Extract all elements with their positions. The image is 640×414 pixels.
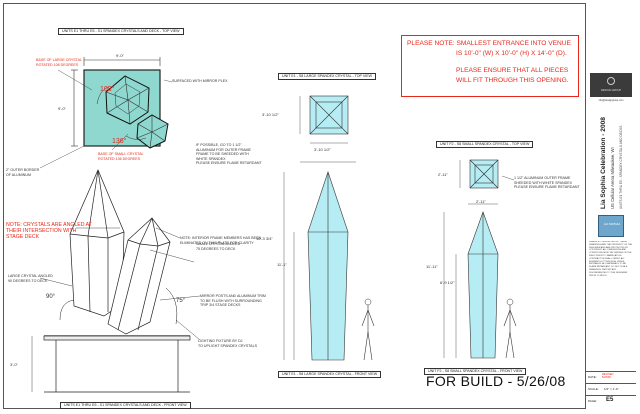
date-row: DATE: REVISED 5/26/08	[586, 371, 636, 384]
page-label: PAGE:	[588, 399, 597, 403]
note-frame: IF POSSIBLE, GO TO 1 1/2" ALUMINUM FOR O…	[196, 143, 262, 166]
dim-large-height-2: 11'-1"	[277, 262, 287, 267]
entrance-notice: PLEASE NOTE: SMALLEST ENTRANCE INTO VENU…	[401, 35, 579, 97]
logo-text: DESIGN GROUP	[600, 89, 622, 92]
dim-top-width: 9'-0"	[116, 53, 124, 58]
sheet-title: UNITS E1 THRU E5 - SPANDEX CRYSTALS AND …	[619, 125, 623, 209]
event-logo-text: LIA SOPHIA	[603, 222, 621, 226]
dim-large-width: 3'-10 1/2"	[314, 147, 331, 152]
for-build-stamp: FOR BUILD - 5/26/08	[426, 373, 566, 389]
large-crystal-front-view	[283, 161, 375, 361]
company-logo: DESIGN GROUP	[590, 73, 632, 97]
company-contact: info@designgroup.com	[598, 99, 624, 102]
large-front-tag: UNIT E1 - S8 LARGE SPANDEX CRYSTAL - FRO…	[278, 371, 382, 378]
notice-line-2: IS 10'-0" (W) X 10'-0" (H) X 14'-0" (D).	[456, 50, 567, 57]
note-lighting: LIGHTING FIXTURE BY DJ TO UPLIGHT SPANDE…	[198, 339, 257, 348]
date-label: DATE:	[588, 375, 597, 379]
small-crystal-top-view	[459, 159, 515, 189]
scale-row: SCALE: 1/2" = 1'-0"	[586, 383, 636, 396]
dim-angle-136: 136°	[112, 138, 127, 145]
page-value: E5	[606, 397, 614, 403]
date-value: REVISED 5/26/08	[602, 373, 614, 379]
dim-deck: 3'-0"	[10, 362, 18, 367]
note-large-angle: LARGE CRYSTAL ANGLED 90 DEGREES TO DECK	[8, 274, 53, 283]
venue-name: US Cellular Arena Milwaukee, WI	[610, 147, 615, 209]
note-angled: NOTE: CRYSTALS ARE ANGLED AT THEIR INTER…	[6, 222, 92, 240]
event-title: Lia Sophia Celebration - 2008	[600, 117, 607, 209]
small-crystal-front-view	[443, 203, 517, 359]
dim-angle-90: 90°	[46, 294, 56, 300]
top-view-tag: UNITS E1 THRU E5 - S1 SPANDEX CRYSTALS A…	[58, 28, 184, 35]
small-front-tag: UNIT F2 - S8 SMALL SPANDEX CRYSTAL - FRO…	[424, 368, 527, 375]
note-small-frame: 1 1/2" ALUMINUM OUTER FRAME SHEEDED WITH…	[514, 176, 580, 190]
dim-small-top-height: 2'-11"	[438, 172, 448, 177]
dim-large-top-height: 3'-10 1/2"	[262, 112, 279, 117]
note-mirror: MIRROR POSTS AND ALUMINUM TRIM TO BE FLU…	[200, 294, 266, 308]
dim-small-width: 2'-11"	[476, 199, 486, 204]
notice-line-3: PLEASE ENSURE THAT ALL PIECES	[456, 67, 569, 74]
scale-value: 1/2" = 1'-0"	[604, 387, 619, 391]
small-top-tag: UNIT F2 - S8 SMALL SPANDEX CRYSTAL - TOP…	[436, 141, 534, 148]
scale-label: SCALE:	[588, 387, 599, 391]
title-block-notes: DRAWN BY: DESIGN GROUP. THESE DRAWINGS A…	[589, 241, 633, 277]
logo-mark-icon	[607, 77, 615, 85]
note-surface: SURFACED WITH MIRROR PLEX	[172, 79, 228, 83]
note-small-angle: SMALL CRYSTAL ANGLED 75 DEGREES TO DECK	[196, 242, 241, 251]
large-top-tag: UNIT E1 - S8 LARGE SPANDEX CRYSTAL - TOP…	[278, 73, 377, 80]
top-view-deck	[39, 57, 173, 169]
notice-line-1: PLEASE NOTE: SMALLEST ENTRANCE INTO VENU…	[407, 40, 571, 47]
front-view-crystals	[31, 169, 201, 393]
note-small-base: BASE OF SMALL CRYSTAL ROTATED 136 DEGREE…	[98, 152, 144, 161]
dim-large-height-1: 16'-3 3/4"	[256, 236, 273, 241]
title-block: DESIGN GROUP info@designgroup.com Lia So…	[585, 3, 636, 409]
dim-small-height-1: 11'-11"	[426, 264, 438, 269]
page-row: PAGE: E5	[586, 395, 636, 408]
dim-top-height: 9'-0"	[58, 106, 66, 111]
note-large-base: BASE OF LARGE CRYSTAL ROTATED 108 DEGREE…	[36, 58, 83, 67]
dim-angle-75: 75°	[176, 298, 186, 304]
front-view-tag: UNITS E1 THRU E5 - S1 SPANDEX CRYSTALS A…	[60, 402, 191, 409]
large-crystal-top-view	[299, 95, 349, 144]
dim-angle-108: 108°	[100, 86, 115, 93]
dim-small-height-2: 6'-9 1/2"	[440, 280, 455, 285]
notice-line-4: WILL FIT THROUGH THIS OPENING.	[456, 77, 569, 84]
note-border: 2" OUTER BORDER OF ALUMINUM	[6, 168, 40, 177]
event-logo-image: LIA SOPHIA	[598, 215, 624, 237]
note-interior: NOTE: INTERIOR FRAME MEMBERS HAS BEEN EL…	[180, 236, 262, 245]
drawing-canvas	[31, 57, 517, 393]
